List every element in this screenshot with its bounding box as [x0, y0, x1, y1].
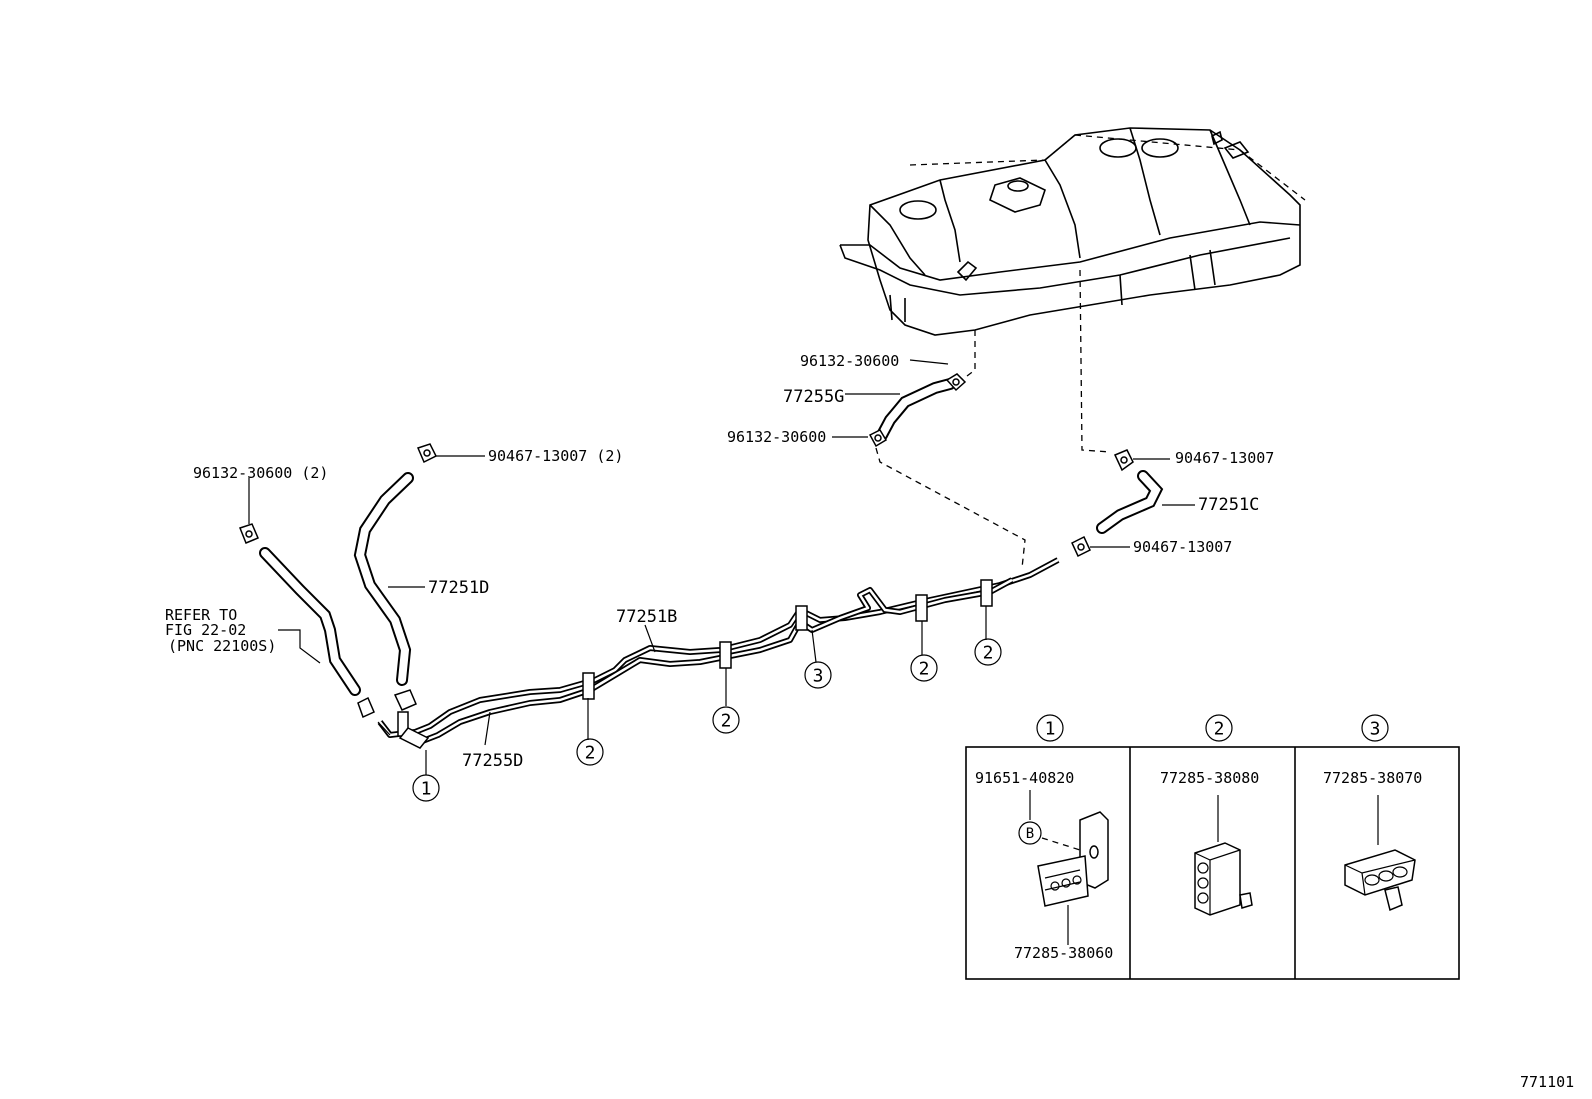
- tube-clamp-2a: [582, 672, 595, 700]
- figure-id: 771101: [1520, 1073, 1574, 1091]
- callout-1-on-tube: 1: [412, 774, 440, 802]
- label-clamp-tank-lower: 96132-30600: [727, 428, 826, 446]
- svg-text:3: 3: [813, 666, 824, 687]
- detail-header-3: 3: [1361, 714, 1389, 742]
- clamp-lower-tank: [868, 429, 888, 448]
- tube-77255d: [418, 577, 1014, 745]
- clamp-detail-2: [1194, 842, 1253, 916]
- label-clamp-tank-upper: 96132-30600: [800, 352, 899, 370]
- svg-text:2: 2: [721, 711, 732, 732]
- clamp-upper-tank: [945, 373, 967, 392]
- label-clamp-left: 96132-30600 (2): [193, 464, 328, 482]
- detail-col2-part: 77285-38080: [1160, 769, 1259, 787]
- label-tube-77251b: 77251B: [616, 607, 677, 627]
- label-clip-right-lower: 90467-13007: [1133, 538, 1232, 556]
- svg-text:1: 1: [421, 779, 432, 800]
- label-refer-line2: FIG 22-02: [165, 621, 246, 639]
- clamp-detail-3: [1344, 849, 1416, 912]
- label-hose-77251c: 77251C: [1198, 495, 1259, 515]
- svg-text:B: B: [1026, 826, 1034, 842]
- clamp-left: [239, 523, 259, 544]
- detail-box: 1 2 3 91651-40820 77285-38060 77285-3808…: [965, 714, 1460, 980]
- hose-refer-fig-22-02: [259, 547, 361, 696]
- detail-header-2: 2: [1205, 714, 1233, 742]
- tube-clamp-3: [795, 605, 808, 631]
- svg-text:3: 3: [1370, 719, 1381, 740]
- detail-header-1: 1: [1036, 714, 1064, 742]
- label-tube-77255d: 77255D: [462, 751, 523, 771]
- tube-clamp-2b: [719, 641, 732, 669]
- hose-77251d: [353, 472, 414, 686]
- tube-77251b: [377, 557, 1060, 738]
- label-clip-left: 90467-13007 (2): [488, 447, 623, 465]
- callout-3-on-tube: 3: [804, 661, 832, 689]
- hose-77251c: [1096, 470, 1164, 534]
- svg-text:2: 2: [919, 659, 930, 680]
- label-clip-right-upper: 90467-13007: [1175, 449, 1274, 467]
- svg-text:2: 2: [585, 743, 596, 764]
- hose-77255g: [876, 378, 956, 441]
- label-refer-line1: REFER TO: [165, 606, 237, 624]
- tube-clamp-2c: [915, 594, 928, 622]
- tube-clamp-2d: [980, 579, 993, 607]
- svg-text:2: 2: [983, 643, 994, 664]
- svg-text:2: 2: [1214, 719, 1225, 740]
- label-hose-77255g: 77255G: [783, 387, 844, 407]
- clip-right-lower: [1071, 535, 1091, 558]
- bolt-callout: B: [1018, 821, 1042, 845]
- callout-2-c: 2: [910, 654, 938, 682]
- clamp-left-lower: [357, 696, 375, 719]
- clip-left-lower: [393, 689, 417, 711]
- detail-col1-part: 91651-40820: [975, 769, 1074, 787]
- detail-col3-part: 77285-38070: [1323, 769, 1422, 787]
- fuel-tank: [839, 127, 1306, 453]
- clip-left-upper: [416, 443, 438, 464]
- clamp-detail-1: [1037, 811, 1109, 907]
- label-hose-77251d: 77251D: [428, 578, 489, 598]
- callout-2-d: 2: [974, 638, 1002, 666]
- detail-col1-part2: 77285-38060: [1014, 944, 1113, 962]
- svg-text:1: 1: [1045, 719, 1056, 740]
- label-refer-line3: (PNC 22100S): [168, 637, 276, 655]
- callout-2-a: 2: [576, 738, 604, 766]
- callout-2-b: 2: [712, 706, 740, 734]
- tube-clamp-1: [397, 711, 430, 749]
- clip-right-upper: [1113, 449, 1134, 472]
